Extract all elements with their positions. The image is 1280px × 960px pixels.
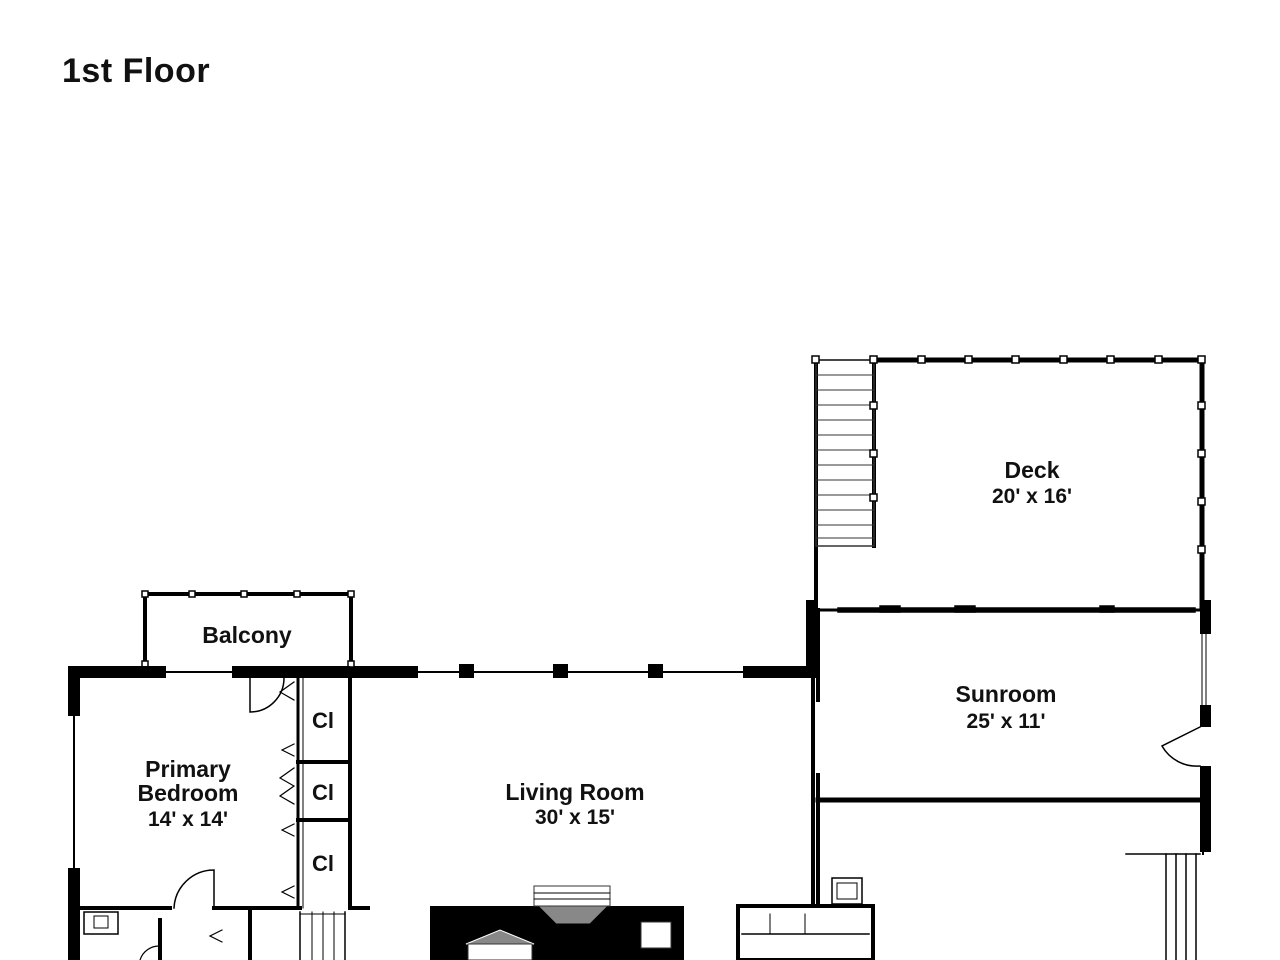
exterior-stairs — [1125, 853, 1201, 960]
bedroom-door-swing — [173, 677, 285, 909]
sunroom-door-swing — [1160, 725, 1202, 767]
kitchen-counter — [736, 877, 875, 960]
deck-stairs — [815, 359, 875, 547]
closet-label: Cl — [312, 708, 334, 733]
living-room-dimensions: 30' x 15' — [535, 806, 615, 829]
sunroom-dimensions: 25' x 11' — [967, 710, 1046, 733]
closet-label: Cl — [312, 780, 334, 805]
page-title: 1st Floor — [62, 52, 211, 90]
bath-hall — [83, 908, 346, 960]
deck-label: Deck — [1005, 457, 1060, 483]
deck-dimensions: 20' x 16' — [992, 485, 1072, 508]
primary-bedroom-dimensions: 14' x 14' — [148, 808, 228, 831]
sunroom-windows — [837, 605, 1196, 613]
sunroom-label: Sunroom — [956, 681, 1057, 707]
deck-posts — [811, 355, 1206, 554]
balcony-railing — [141, 590, 355, 668]
fireplace — [430, 885, 684, 960]
living-room-label: Living Room — [505, 779, 644, 805]
closet-label: Cl — [312, 851, 334, 876]
closets — [278, 677, 352, 909]
primary-bedroom-label-line2: Bedroom — [138, 780, 239, 806]
primary-bedroom-label-line1: Primary — [145, 756, 231, 782]
primary-bedroom-walls — [68, 666, 350, 960]
balcony-label: Balcony — [202, 622, 292, 648]
